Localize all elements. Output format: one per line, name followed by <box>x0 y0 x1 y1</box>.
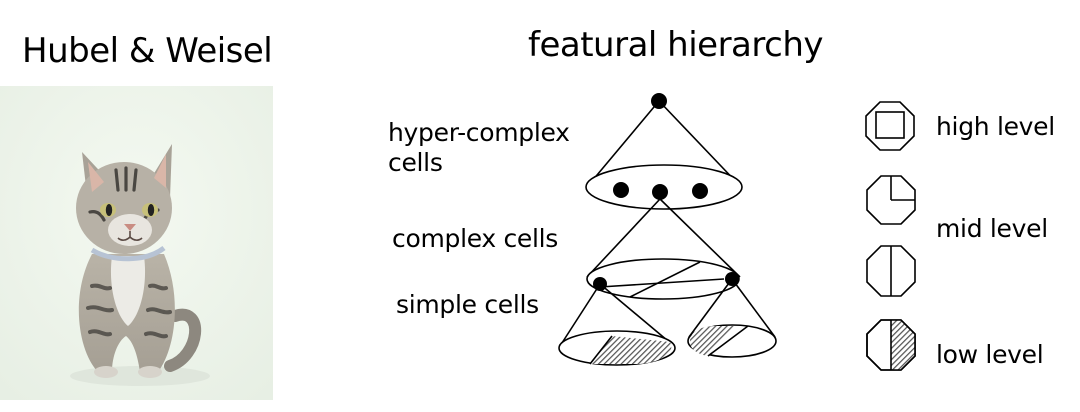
left-title: Hubel & Weisel <box>22 31 273 71</box>
cat-photo <box>0 86 273 400</box>
hyper-complex-label-line1: hyper-complex <box>388 118 570 147</box>
simple-cone-right <box>687 278 777 358</box>
hyper-complex-nodes <box>613 182 708 200</box>
simple-cells-label: simple cells <box>396 290 539 319</box>
low-level-icon <box>866 319 916 371</box>
high-level-icon <box>865 101 915 151</box>
apex-node <box>651 93 667 109</box>
complex-cells-label: complex cells <box>392 224 559 253</box>
low-level-label: low level <box>936 340 1044 369</box>
simple-cone-left <box>558 283 676 366</box>
cat-illustration <box>0 86 273 400</box>
complex-cone <box>586 198 741 300</box>
right-title: featural hierarchy <box>528 25 824 65</box>
mid-level-icon-half <box>866 245 916 297</box>
hyper-complex-label-line2: cells <box>388 148 443 177</box>
mid-level-label: mid level <box>936 214 1048 243</box>
mid-level-icon-quadrant <box>866 175 916 225</box>
high-level-label: high level <box>936 112 1055 141</box>
